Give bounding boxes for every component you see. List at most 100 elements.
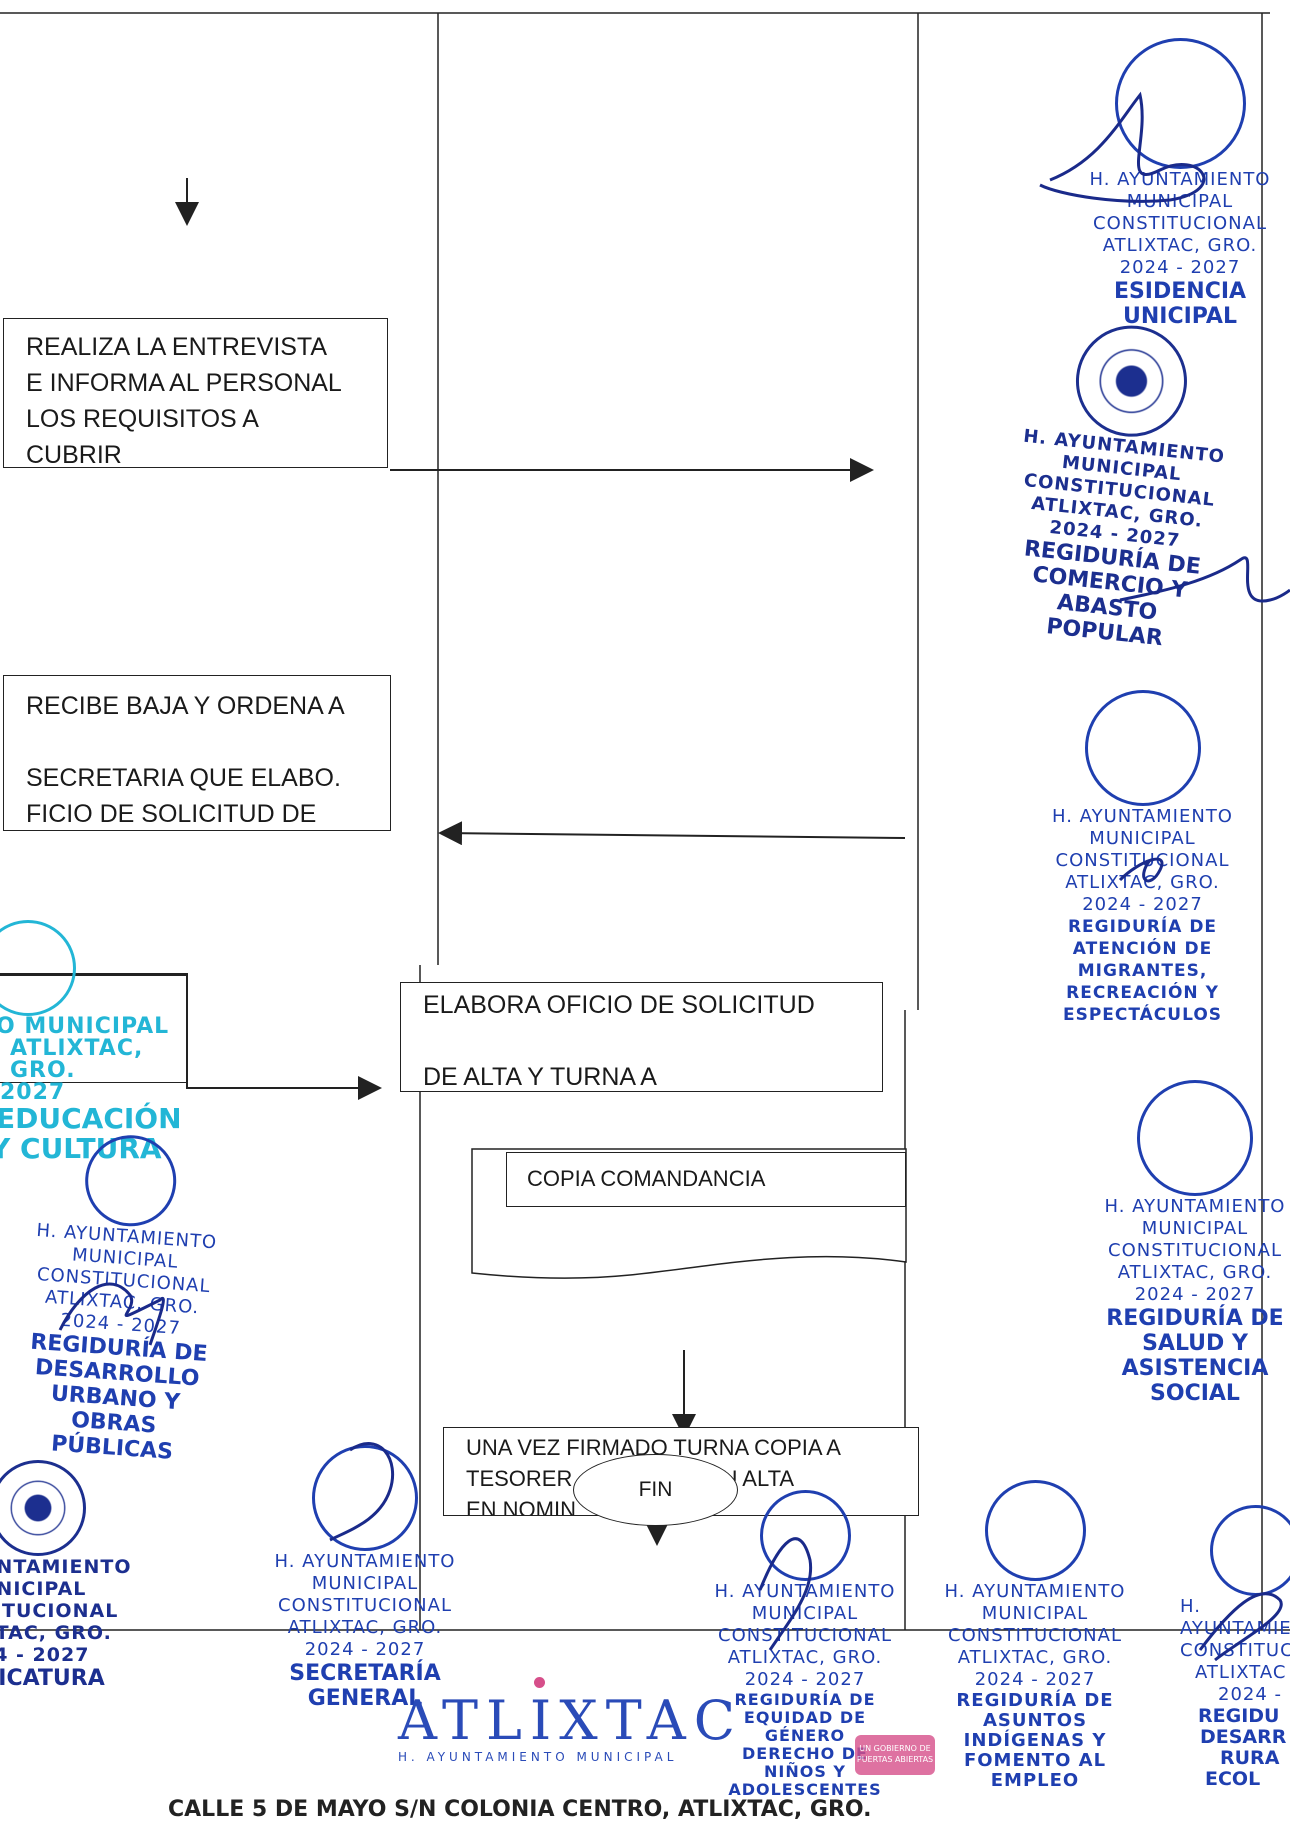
stamp-line: TITUCIONAL <box>0 1600 119 1622</box>
footer-address: CALLE 5 DE MAYO S/N COLONIA CENTRO, ATLI… <box>168 1797 872 1822</box>
process-box-receive-text: RECIBE BAJA Y ORDENA A SECRETARIA QUE EL… <box>26 692 345 828</box>
stamp-line: ATLIXTAC, GRO. <box>287 1617 443 1638</box>
stamp-dept: REGIDURÍA DE <box>734 1690 876 1709</box>
stamp-dept: ECOL <box>1205 1768 1261 1790</box>
process-box-copia-text: COPIA COMANDANCIA <box>527 1166 766 1191</box>
stamp-line: 2024 - <box>1218 1684 1283 1705</box>
signature-scribble <box>1198 1592 1283 1662</box>
stamp-line: CONSTITUCIONAL <box>1055 850 1230 871</box>
process-box-elabora: ELABORA OFICIO DE SOLICITUD DE ALTA Y TU… <box>400 982 883 1092</box>
stamp-line: UNICIPAL <box>0 1578 87 1600</box>
stamp-dept: EQUIDAD DE <box>743 1708 867 1727</box>
seal-icon <box>0 920 76 1016</box>
stamp-dept: MIGRANTES, <box>1077 961 1208 981</box>
stamp-dept: REGIDURÍA DE <box>1106 1306 1284 1331</box>
process-box-interview-text: REALIZA LA ENTREVISTA E INFORMA AL PERSO… <box>26 333 342 468</box>
process-box-copia: COPIA COMANDANCIA <box>506 1152 906 1207</box>
stamp-line: 2024 - 2027 <box>974 1669 1096 1690</box>
stamp-line: 2024 - 2027 <box>744 1669 866 1690</box>
stamp-dept: REGIDURÍA DE <box>1067 917 1218 937</box>
stamp-line: 2027 <box>0 1080 66 1105</box>
stamp-line: H. AYUNTAMIENTO <box>274 1551 456 1572</box>
stamp-line: CONSTITUCIONAL <box>718 1625 892 1646</box>
stamp-line: CONSTITUCIONAL <box>1108 1240 1282 1261</box>
stamp-line: ATLIXTAC, GRO. <box>1117 1262 1273 1283</box>
stamp-secretaria: H. AYUNTAMIENTO MUNICIPAL CONSTITUCIONAL… <box>255 1445 475 1711</box>
open-doors-badge: UN GOBIERNO DE PUERTAS ABIERTAS <box>855 1735 935 1775</box>
stamp-line: 24 - 2027 <box>0 1644 90 1666</box>
stamp-line: MUNICIPAL <box>981 1603 1089 1624</box>
stamp-dept: ATENCIÓN DE <box>1072 939 1213 959</box>
stamp-dept: REGIDU <box>1198 1705 1280 1727</box>
stamp-line: CONSTITUCIONAL <box>948 1625 1122 1646</box>
stamp-line: ATLIXTAC, GRO. <box>10 1036 144 1083</box>
stamp-dept: ESPECTÁCULOS <box>1062 1005 1223 1025</box>
stamp-line: 2024 - 2027 <box>1119 257 1241 278</box>
stamp-line: MUNICIPAL <box>1141 1218 1249 1239</box>
stamp-equidad: H. AYUNTAMIENTO MUNICIPAL CONSTITUCIONAL… <box>700 1490 910 1799</box>
stamp-line: H. AYUNTAMIENTO <box>944 1581 1126 1602</box>
stamp-sindicatura: UNTAMIENTO UNICIPAL TITUCIONAL XTAC, GRO… <box>0 1460 160 1691</box>
terminator-fin-label: FIN <box>638 1478 673 1501</box>
stamp-salud: H. AYUNTAMIENTO MUNICIPAL CONSTITUCIONAL… <box>1085 1080 1290 1406</box>
seal-icon <box>759 1490 851 1581</box>
stamp-dept: SOCIAL <box>1150 1381 1240 1406</box>
stamp-line: CONSTITUCIONAL <box>278 1595 452 1616</box>
stamp-line: ATLIXTAC, GRO. <box>957 1647 1113 1668</box>
stamp-line: H. AYUNTAMIENTO <box>1052 806 1233 827</box>
logo-dot-icon <box>534 1677 545 1688</box>
stamp-rural: H. AYUNTAMIENTO CONSTITUCI ATLIXTAC 2024… <box>1170 1505 1290 1790</box>
stamp-dept: EDUCACIÓN <box>0 1102 182 1135</box>
signature-scribble <box>1118 857 1164 883</box>
stamp-dept: GÉNERO <box>764 1726 846 1745</box>
process-box-elabora-text: ELABORA OFICIO DE SOLICITUD DE ALTA Y TU… <box>423 991 815 1091</box>
stamp-line: CONSTITUCIONAL <box>1093 213 1267 234</box>
stamp-line: H. AYUNTAMIENTO <box>1180 1596 1290 1639</box>
stamp-line: 2024 - 2027 <box>304 1639 426 1660</box>
stamp-dept: RURA <box>1220 1747 1280 1769</box>
seal-icon <box>1114 38 1246 169</box>
logo-text: ATLIXTAC <box>398 1689 744 1752</box>
stamp-line: MUNICIPAL <box>311 1573 419 1594</box>
stamp-dept: RECREACIÓN Y <box>1066 983 1219 1003</box>
stamp-dept: ESIDENCIA <box>1113 279 1247 304</box>
stamp-indigenas: H. AYUNTAMIENTO MUNICIPAL CONSTITUCIONAL… <box>930 1480 1140 1791</box>
stamp-dept: DERECHO DE <box>742 1744 868 1763</box>
stamp-line: ATLIXTAC, GRO. <box>727 1647 883 1668</box>
stamp-dept: INDÍGENAS Y <box>963 1730 1107 1751</box>
stamp-dept: ADOLESCENTES <box>728 1780 882 1799</box>
terminator-fin: FIN <box>573 1454 738 1526</box>
stamp-line: H. AYUNTAMIENTO <box>1089 169 1271 190</box>
stamp-dept: Y CULTURA <box>0 1132 162 1165</box>
signature-scribble <box>1039 91 1206 203</box>
stamp-line: 2024 - 2027 <box>1082 894 1203 915</box>
stamp-dept: GENERAL <box>307 1686 423 1711</box>
stamp-line: XTAC, GRO. <box>0 1622 112 1644</box>
stamp-dept: SALUD Y <box>1142 1331 1248 1356</box>
seal-icon <box>1084 690 1201 806</box>
stamp-line: ATLIXTAC, GRO. <box>1065 872 1220 893</box>
stamp-educacion: O MUNICIPAL ATLIXTAC, GRO. 2027 EDUCACIÓ… <box>0 920 210 1164</box>
stamp-line: ATLIXTAC <box>1195 1662 1287 1683</box>
stamp-line: MUNICIPAL <box>1126 191 1234 212</box>
stamp-dept: ASUNTOS <box>982 1710 1088 1731</box>
stamp-dept: ASISTENCIA <box>1121 1356 1269 1381</box>
stamp-dept: DESARR <box>1200 1726 1287 1748</box>
seal-icon <box>984 1480 1086 1581</box>
signature-scribble <box>1119 556 1290 603</box>
municipal-logo: ATLIXTAC H. AYUNTAMIENTO MUNICIPAL <box>398 1677 744 1764</box>
stamp-dept: SECRETARÍA <box>289 1661 441 1686</box>
process-box-interview: REALIZA LA ENTREVISTA E INFORMA AL PERSO… <box>3 318 388 468</box>
seal-icon <box>0 1460 86 1556</box>
seal-icon <box>1137 1080 1253 1196</box>
seal-icon <box>312 1445 418 1551</box>
stamp-dept: UNICIPAL <box>1123 304 1237 329</box>
signature-scribble <box>329 1442 395 1542</box>
stamp-line: ATLIXTAC, GRO. <box>1102 235 1258 256</box>
process-box-receive: RECIBE BAJA Y ORDENA A SECRETARIA QUE EL… <box>3 675 391 831</box>
stamp-line: MUNICIPAL <box>1089 828 1196 849</box>
stamp-line: MUNICIPAL <box>751 1603 859 1624</box>
stamp-dept: NIÑOS Y <box>763 1762 846 1781</box>
